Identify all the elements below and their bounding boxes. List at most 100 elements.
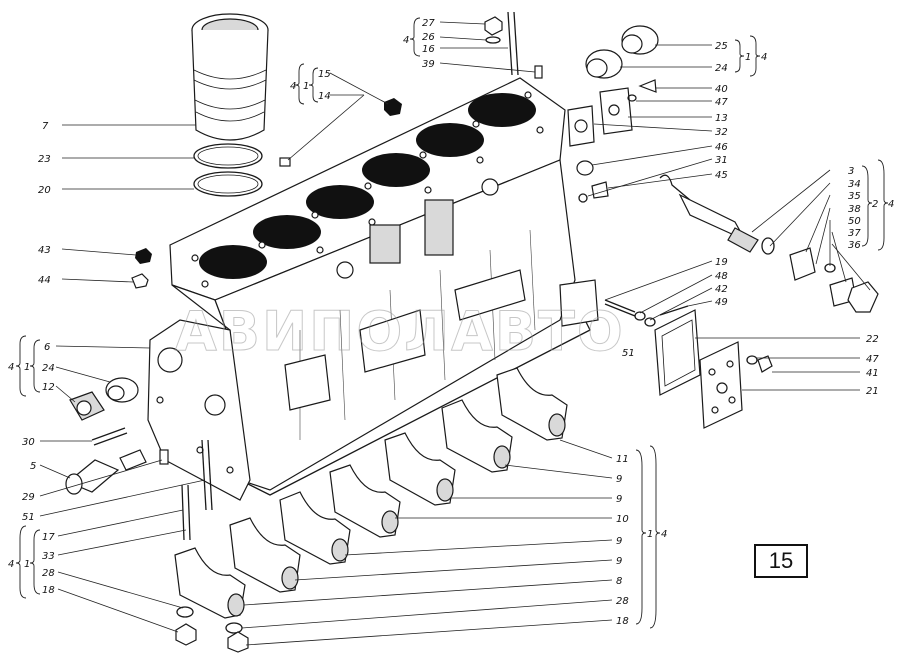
callout-29: 29 <box>22 492 35 503</box>
callout-32: 32 <box>715 127 728 138</box>
cylinder-liner <box>191 13 269 141</box>
pin-14 <box>279 157 291 167</box>
bearing-cap-6 <box>441 399 513 473</box>
callout-33: 33 <box>42 551 55 562</box>
callout-49: 49 <box>715 297 728 308</box>
callout-26: 26 <box>422 32 435 43</box>
group-4-15-14: 4 <box>290 81 296 92</box>
stud-51 <box>201 439 213 511</box>
seal-ring-23 <box>193 143 263 169</box>
group-4-right: 4 <box>888 199 894 210</box>
callout-35: 35 <box>848 191 861 202</box>
oil-fitting-assembly <box>659 174 879 313</box>
plug-44 <box>131 273 149 289</box>
callout-18-right: 18 <box>616 616 629 627</box>
cylinder-block <box>147 77 599 501</box>
callout-15: 15 <box>318 69 331 80</box>
group-number-labels: 4 4 1 1 4 2 4 4 1 4 1 1 4 <box>8 35 894 570</box>
bearing-cap-front <box>174 547 246 619</box>
bushing-24-top <box>585 49 623 79</box>
callout-30: 30 <box>22 437 35 448</box>
callout-13: 13 <box>715 113 728 124</box>
callout-47-bottom: 47 <box>866 354 879 365</box>
callout-51-left: 51 <box>22 512 35 523</box>
nut-47-washer-41 <box>746 355 773 373</box>
bolt-40-washer-47 <box>627 79 657 102</box>
callout-40: 40 <box>715 84 728 95</box>
bearing-cap-rear <box>496 367 568 441</box>
gasket-32 <box>567 105 595 147</box>
callout-51-right: 51 <box>622 348 635 359</box>
bushing-25 <box>621 25 659 55</box>
bushing-12 <box>69 391 105 421</box>
callout-9-c: 9 <box>616 536 622 547</box>
callout-14: 14 <box>318 91 331 102</box>
seal-ring-20 <box>193 171 263 197</box>
group-4-top: 4 <box>403 35 409 46</box>
callout-17: 17 <box>42 532 55 543</box>
group-4-17: 4 <box>8 559 14 570</box>
group-1-25-24: 1 <box>745 52 751 63</box>
callout-9-b: 9 <box>616 494 622 505</box>
group-4-6: 4 <box>8 362 14 373</box>
group-1-bearings: 1 <box>647 529 653 540</box>
callout-18-left: 18 <box>42 585 55 596</box>
group-1-6: 1 <box>24 362 30 373</box>
main-bearing-caps <box>174 367 568 619</box>
callout-25: 25 <box>715 41 728 52</box>
callout-10: 10 <box>616 514 629 525</box>
group-braces <box>15 17 889 629</box>
callout-41: 41 <box>866 368 879 379</box>
bearing-cap-3 <box>279 491 351 565</box>
callout-7: 7 <box>42 121 49 132</box>
cover-plate-13 <box>599 87 633 135</box>
bolt-45-washer-31 <box>578 181 609 203</box>
callout-24-right: 24 <box>715 63 728 74</box>
callout-44: 44 <box>38 275 51 286</box>
callout-48: 48 <box>715 271 728 282</box>
callout-45: 45 <box>715 170 728 181</box>
plug-15 <box>384 98 402 116</box>
bearing-cap-2 <box>229 517 301 593</box>
callout-labels-right: 25 24 40 47 13 32 46 31 45 3 34 35 38 50… <box>616 41 879 627</box>
pin-30 <box>91 427 128 446</box>
nut-18-bottom <box>175 623 249 653</box>
callout-46: 46 <box>715 142 728 153</box>
callout-31: 31 <box>715 155 728 166</box>
group-1-15-14: 1 <box>303 81 309 92</box>
bushing-24-left <box>105 377 139 403</box>
callout-20: 20 <box>38 185 51 196</box>
stud-19-washers-48-42-49 <box>604 299 689 327</box>
callout-22: 22 <box>866 334 879 345</box>
group-1-17: 1 <box>24 559 30 570</box>
group-2-right: 2 <box>872 199 878 210</box>
callout-12: 12 <box>42 382 55 393</box>
bearing-cap-5 <box>384 432 456 506</box>
fitting-5 <box>65 449 147 495</box>
callout-3: 3 <box>848 166 854 177</box>
group-4-25-24: 4 <box>761 52 767 63</box>
callout-21: 21 <box>866 386 879 397</box>
leader-lines <box>39 21 871 646</box>
callout-38: 38 <box>848 204 861 215</box>
callout-43: 43 <box>38 245 51 256</box>
bearing-cap-4 <box>329 464 401 538</box>
plug-46 <box>576 160 594 176</box>
deck-bolt-holes <box>191 91 544 288</box>
group-4-bearings: 4 <box>661 529 667 540</box>
stud-16-nut-27-washer-26 <box>484 11 519 76</box>
callout-8: 8 <box>616 576 622 587</box>
callout-36: 36 <box>848 240 861 251</box>
callout-47-top: 47 <box>715 97 728 108</box>
callout-24-left: 24 <box>42 363 55 374</box>
callout-19: 19 <box>715 257 728 268</box>
figure-number: 15 <box>754 544 808 578</box>
callout-6: 6 <box>44 342 50 353</box>
callout-28-left: 28 <box>42 568 55 579</box>
callout-39: 39 <box>422 59 435 70</box>
callout-11: 11 <box>616 454 629 465</box>
cover-21 <box>699 341 743 429</box>
callout-42: 42 <box>715 284 728 295</box>
callout-23: 23 <box>38 154 51 165</box>
